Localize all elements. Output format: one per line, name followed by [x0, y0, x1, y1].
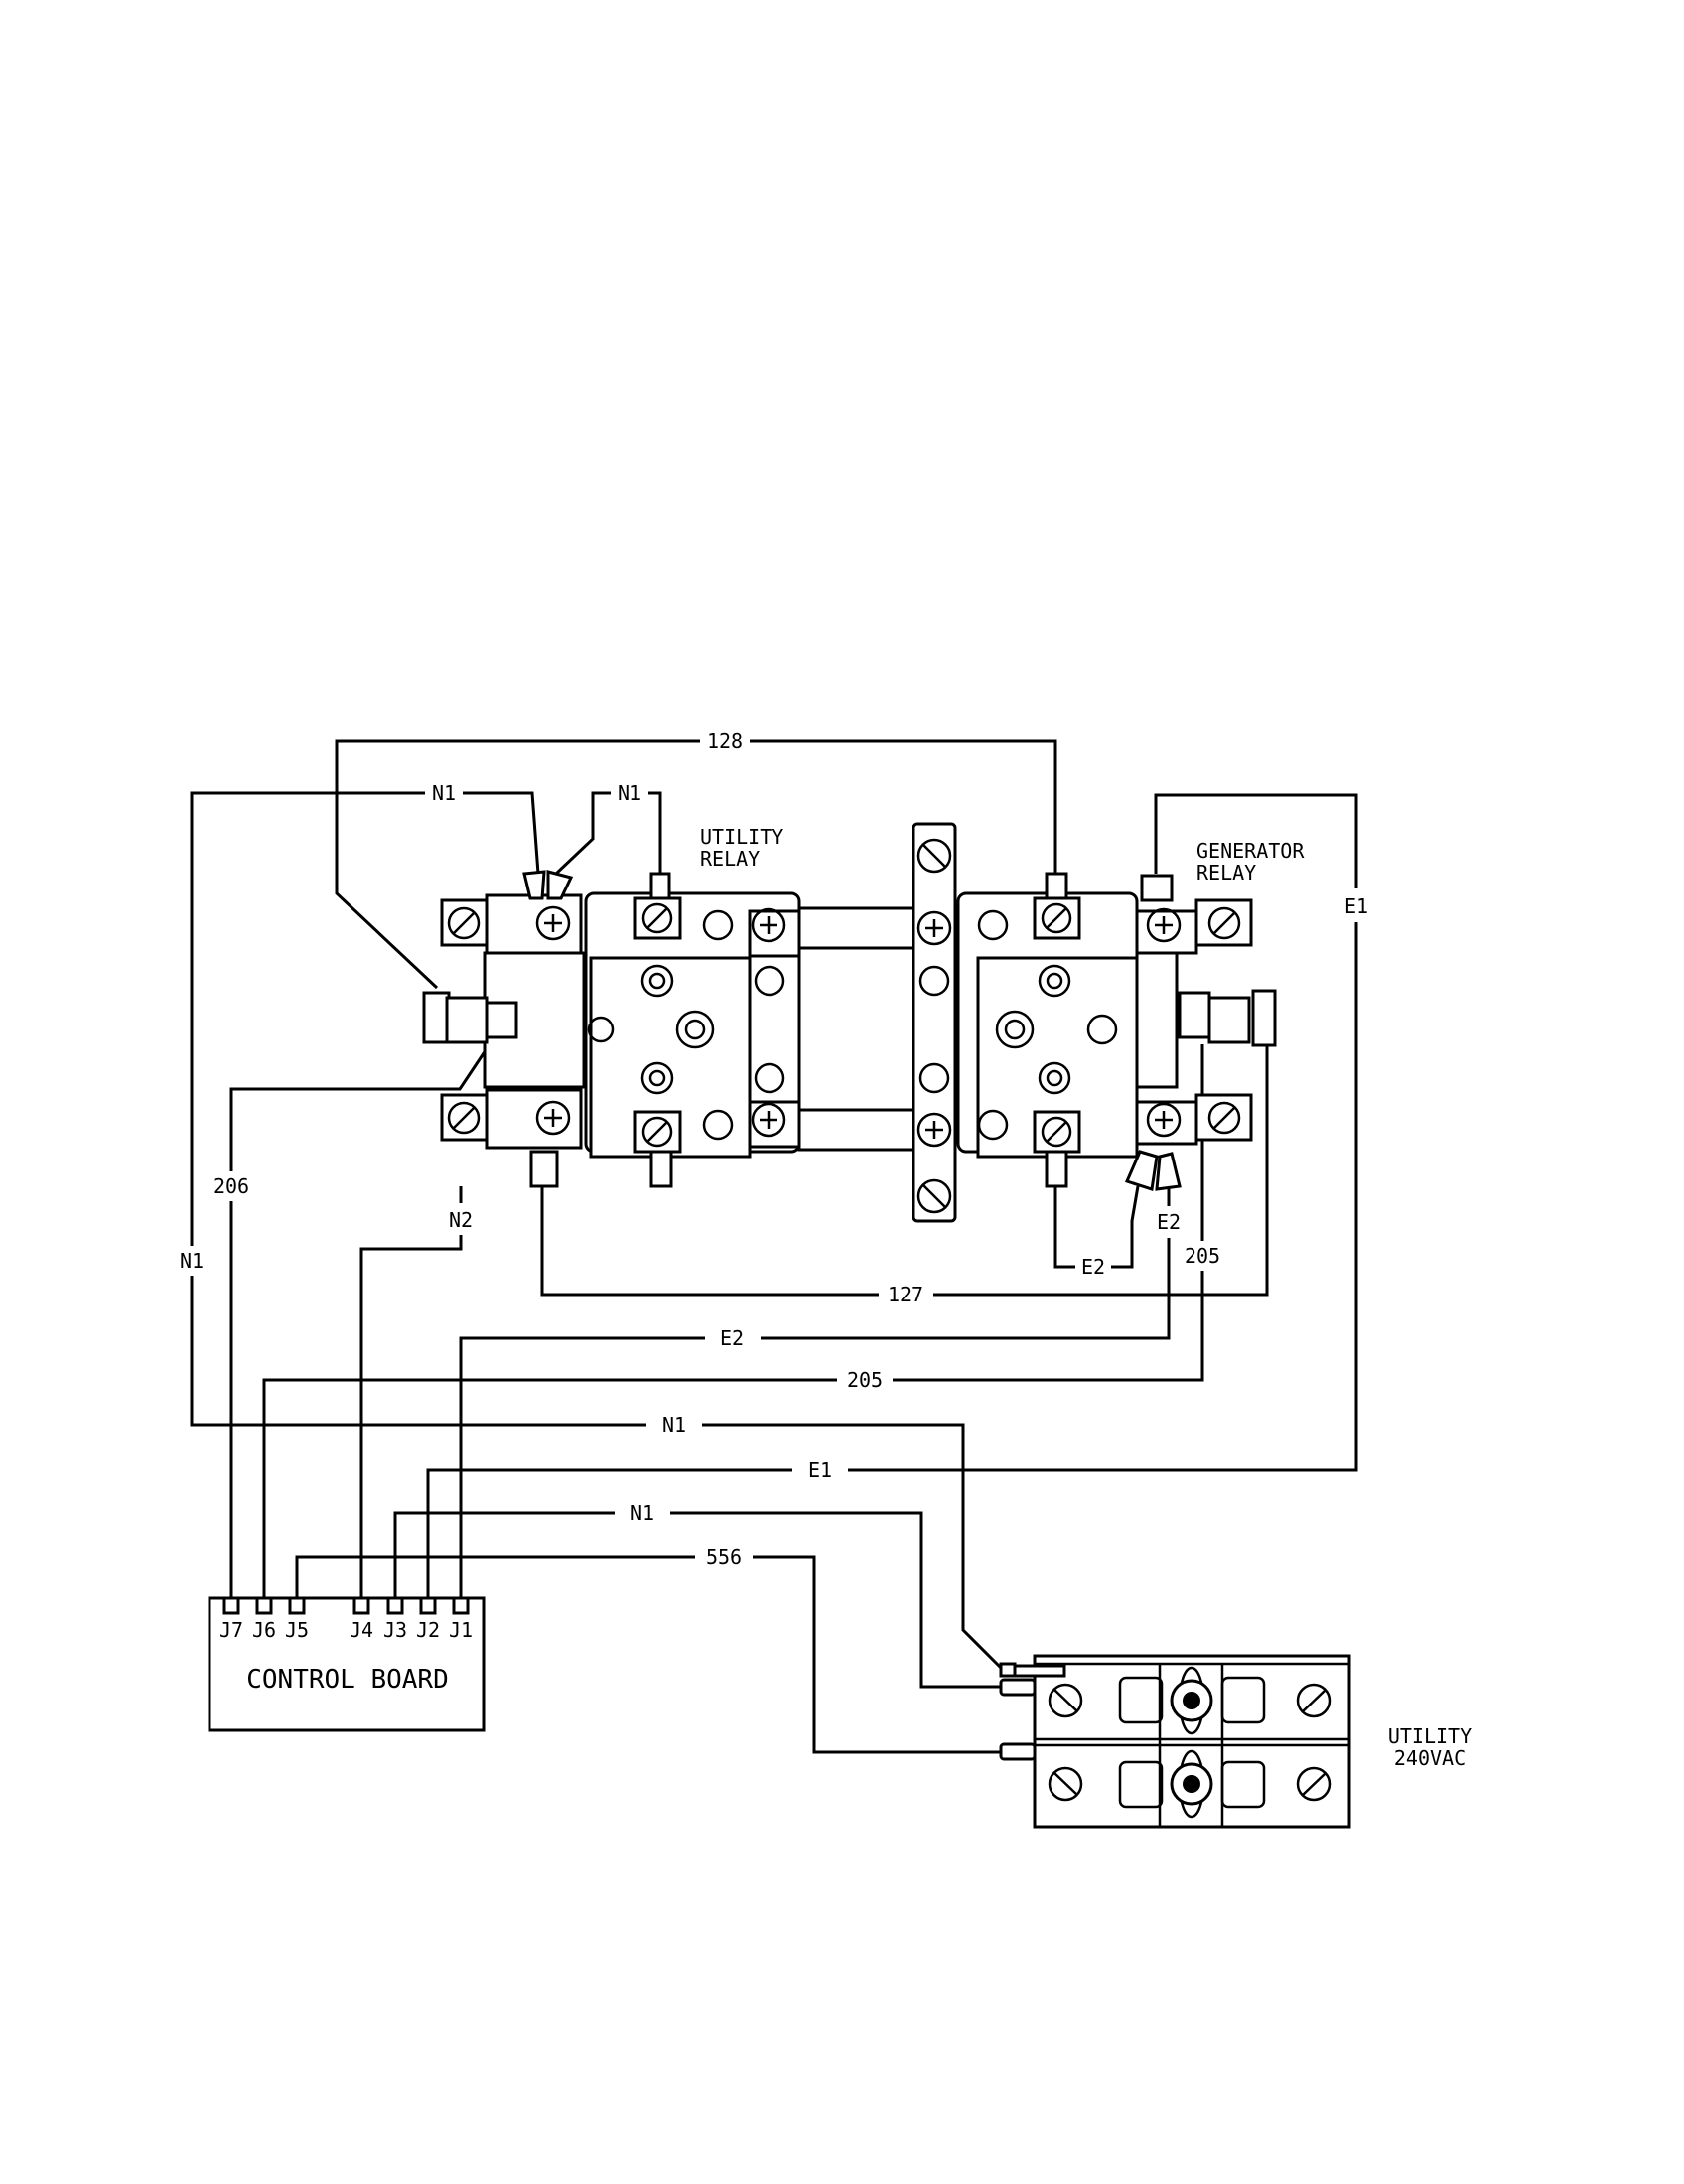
pin-label-j2: J2	[416, 1618, 440, 1642]
pin-j3	[386, 1596, 404, 1615]
generator-relay	[956, 872, 1277, 1191]
label-e1-bus: E1	[808, 1458, 832, 1482]
utility-240vac-label-1: UTILITY	[1388, 1724, 1472, 1748]
pin-label-j3: J3	[383, 1618, 407, 1642]
utility-240vac-block	[999, 1654, 1351, 1829]
wire-205	[262, 1044, 1204, 1598]
utility-relay-label-2: RELAY	[700, 847, 760, 871]
center-terminal-strip	[912, 822, 957, 1223]
pin-j7	[222, 1596, 240, 1615]
label-n1-top2: N1	[618, 781, 641, 805]
pin-j4	[352, 1596, 370, 1615]
label-e2-vertical: E2	[1157, 1210, 1181, 1234]
pin-label-j4: J4	[350, 1618, 373, 1642]
label-206: 206	[213, 1174, 249, 1198]
label-e2-bus: E2	[720, 1326, 744, 1350]
generator-relay-label-1: GENERATOR	[1196, 839, 1305, 863]
utility-relay	[422, 870, 801, 1188]
pin-label-j5: J5	[285, 1618, 309, 1642]
wire-206	[229, 1043, 491, 1598]
wire-n1-bus2	[393, 1511, 1001, 1689]
label-556: 556	[706, 1545, 742, 1569]
wire-128	[335, 739, 1057, 990]
label-n2: N2	[449, 1208, 473, 1232]
control-board-title: CONTROL BOARD	[246, 1665, 449, 1695]
pin-j2	[419, 1596, 437, 1615]
label-n1-bus2: N1	[631, 1501, 654, 1525]
label-205-bus: 205	[847, 1368, 883, 1392]
utility-240vac-label-2: 240VAC	[1394, 1746, 1466, 1770]
wire-n2	[359, 1186, 463, 1598]
wire-e2-loop	[1053, 1185, 1140, 1269]
label-127: 127	[888, 1283, 923, 1306]
pin-label-j7: J7	[219, 1618, 243, 1642]
label-n1-left: N1	[180, 1249, 204, 1273]
wire-n1-top	[190, 791, 540, 1132]
control-board	[208, 1596, 486, 1732]
pin-label-j1: J1	[449, 1618, 473, 1642]
wire-556	[295, 1555, 1001, 1754]
wire-e2-bus	[459, 1186, 1171, 1598]
label-n1-top: N1	[432, 781, 456, 805]
generator-relay-label-2: RELAY	[1196, 861, 1256, 885]
wire-n1-top2	[554, 791, 662, 876]
pin-j5	[288, 1596, 306, 1615]
labels: 128 N1 N1 206 N1 N2 127 E2 E2 205 E1 E2 …	[177, 728, 1472, 1770]
label-205-vertical: 205	[1185, 1244, 1220, 1268]
pin-j1	[452, 1596, 470, 1615]
wire-n1-left	[190, 1132, 1003, 1670]
pin-label-j6: J6	[252, 1618, 276, 1642]
wire-e1	[426, 793, 1358, 1598]
pin-j6	[255, 1596, 273, 1615]
label-e2-loop: E2	[1081, 1255, 1105, 1279]
label-n1-bus: N1	[662, 1413, 686, 1436]
label-128: 128	[707, 729, 743, 752]
label-e1-vertical: E1	[1344, 894, 1368, 918]
utility-relay-label-1: UTILITY	[700, 825, 783, 849]
